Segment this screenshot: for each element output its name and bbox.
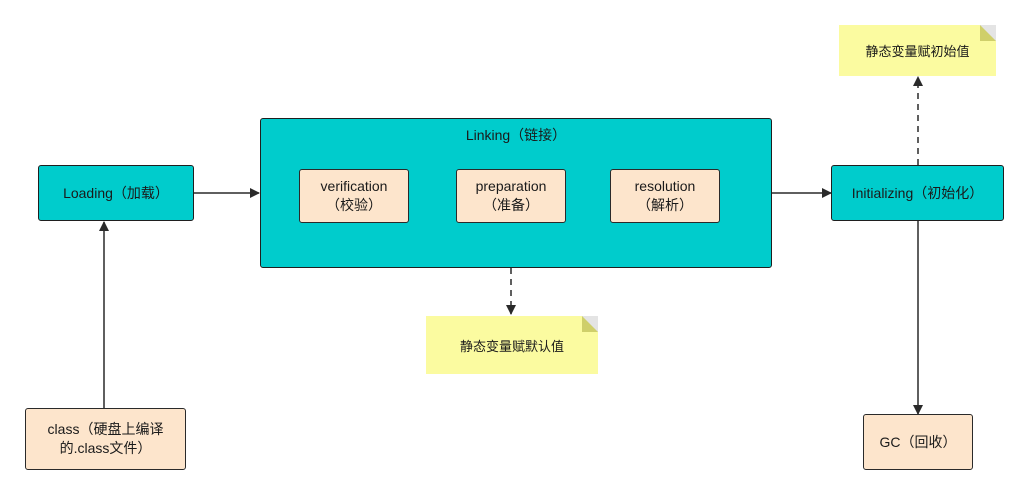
initializing-note: 静态变量赋初始值: [839, 25, 996, 76]
loading-label: Loading（加载）: [63, 184, 169, 201]
resolution-label-line1: resolution: [634, 178, 696, 194]
note-fold-icon: [582, 316, 598, 332]
verification-label-line2: （校验）: [325, 197, 382, 213]
preparation-label-line1: preparation: [475, 178, 547, 194]
gc-box: GC（回收）: [863, 414, 973, 470]
preparation-label-line2: （准备）: [482, 197, 539, 213]
initializing-label: Initializing（初始化）: [851, 184, 984, 201]
preparation-note: 静态变量赋默认值: [426, 316, 598, 374]
resolution-box: resolution （解析）: [610, 169, 720, 223]
class-file-label-line1: class（硬盘上编译: [47, 421, 164, 437]
verification-box: verification （校验）: [299, 169, 409, 223]
gc-label: GC（回收）: [879, 433, 957, 450]
class-file-label-line2: 的.class文件）: [59, 440, 152, 456]
verification-label-line1: verification: [320, 178, 388, 194]
loading-box: Loading（加载）: [38, 165, 194, 221]
linking-label: Linking（链接）: [465, 127, 567, 143]
class-file-box: class（硬盘上编译 的.class文件）: [25, 408, 186, 470]
resolution-label-line2: （解析）: [636, 197, 693, 213]
preparation-note-text: 静态变量赋默认值: [459, 338, 564, 354]
initializing-box: Initializing（初始化）: [831, 165, 1004, 221]
note-fold-icon: [980, 25, 996, 41]
preparation-box: preparation （准备）: [456, 169, 566, 223]
initializing-note-text: 静态变量赋初始值: [865, 44, 970, 59]
